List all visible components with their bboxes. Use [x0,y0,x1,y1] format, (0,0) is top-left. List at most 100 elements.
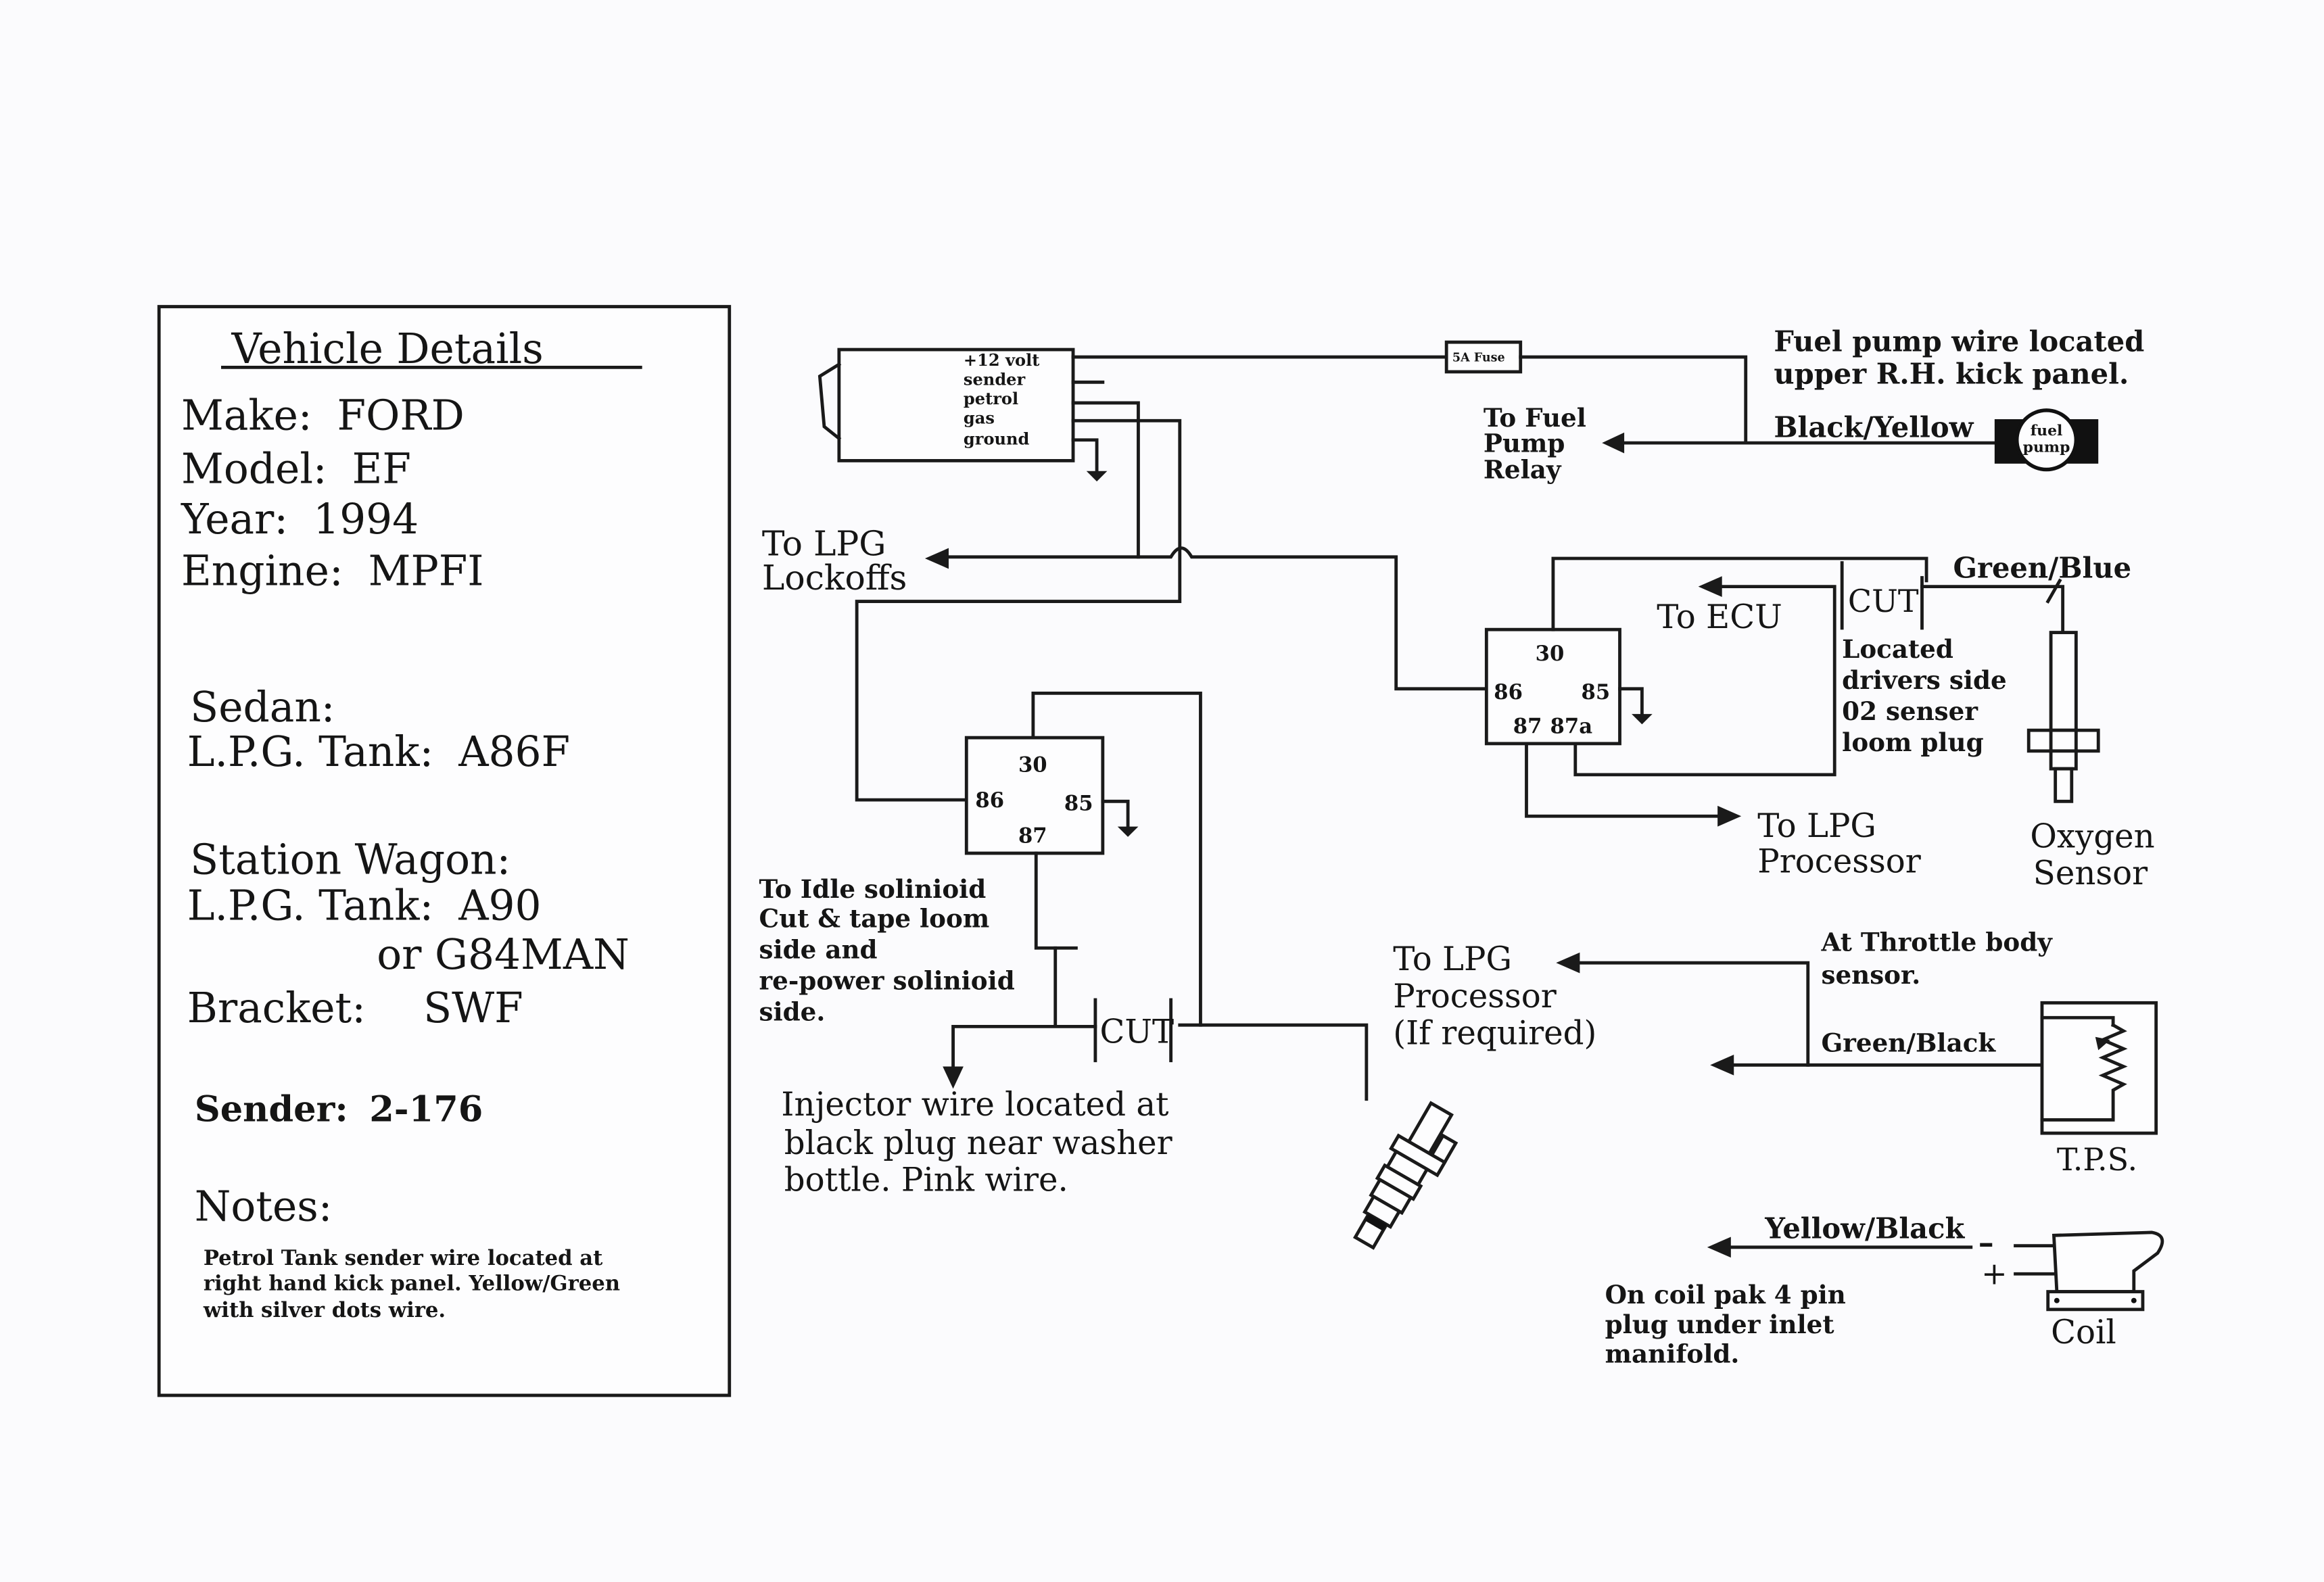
tps-to-processor: Processor [1393,978,1557,1015]
wagon-tank-row: L.P.G. Tank: A90 [187,882,542,930]
coil-label: Coil [2051,1314,2116,1351]
ground-wire [1618,687,1644,716]
arrow-down-icon [943,1066,964,1089]
arrow-left-icon [924,548,949,569]
ground-wire [1101,799,1130,828]
fuse: 5A Fuse [1444,340,1523,374]
arrow-right-icon [1717,805,1742,827]
arrow-left-icon [1556,952,1580,974]
lockoffs-label: Lockoffs [762,558,907,598]
injector-note: Injector wire located at [781,1086,1168,1124]
idle-note: side and [759,935,878,965]
yellow-black-label: Yellow/Black [1764,1212,1965,1245]
oxygen-sensor-label: Oxygen [2030,817,2154,855]
ground-symbol-icon [1632,714,1653,725]
pin-85: 85 [1582,680,1611,704]
injector-cut-label: CUT [1099,1013,1174,1051]
idle-pin87-wire [1034,851,1058,1027]
o2-87-to-processor-wire [1525,742,1721,818]
sensor-body [2049,631,2078,732]
sensor-tip [2054,767,2074,803]
model-row: Model: EF [181,445,411,493]
pin-85: 85 [1064,791,1093,815]
tps-location: sensor. [1822,960,1921,990]
tps-label: T.P.S. [2057,1141,2137,1178]
tps-location: At Throttle body [1821,928,2054,957]
to-lpg-processor-label: Processor [1757,843,1921,881]
coil-note: plug under inlet [1605,1310,1835,1339]
terminal-12v: +12 volt [964,350,1040,370]
idle-note: Cut & tape loom [759,904,990,934]
pin-30: 30 [1018,753,1047,777]
notes-line: right hand kick panel. Yellow/Green [204,1271,620,1295]
black-yellow-label: Black/Yellow [1774,410,1974,444]
idle-relay: 30 86 85 87 [964,736,1139,855]
switch-module-mount [817,362,842,441]
fuel-pump-icon-label: pump [2023,438,2070,456]
gas-wire-to-lockoffs [944,401,1140,559]
location-note: 02 senser [1842,696,1978,726]
location-note: Located [1842,634,1953,664]
fuel-pump-note: Fuel pump wire located [1774,325,2144,358]
terminal-sender: sender [964,370,1026,389]
ground-symbol-icon [1117,826,1139,837]
pin-86: 86 [1494,680,1523,704]
terminal-gas: gas [964,408,995,428]
coil-icon [2046,1230,2164,1312]
fuel-pump-icon [2014,408,2079,472]
injector-loom-wire [951,1024,1097,1072]
label-leader [2045,578,2062,604]
lockoffs-label: To LPG [762,524,886,564]
arrow-left-icon [1602,432,1625,454]
ground-symbol-icon [1086,471,1108,482]
terminal-ground: ground [964,429,1030,448]
idle-note: side. [759,997,826,1027]
idle-note: re-power solinioid [759,966,1015,996]
coil-bolt [2131,1297,2137,1303]
sedan-heading: Sedan: [190,684,335,732]
coil-plus: + [1981,1255,2008,1292]
switch-module-box [837,347,1075,462]
vehicle-details-title: Vehicle Details [231,325,544,373]
sensor-thread [2049,749,2078,771]
green-blue-label: Green/Blue [1953,551,2132,584]
switch-module: +12 volt sender petrol gas ground [817,347,1108,482]
to-fuel-pump-relay: Relay [1484,455,1562,485]
coil-body [2052,1230,2164,1293]
coil-note: manifold. [1605,1339,1740,1369]
terminal-petrol: petrol [964,389,1018,408]
location-note: loom plug [1842,727,1983,757]
o2-relay: 30 86 85 87 87a [1484,627,1653,746]
petrol-wire-to-idle-relay [855,418,1182,802]
notes-line: with silver dots wire. [203,1298,446,1322]
tps-to-processor: To LPG [1393,940,1512,978]
wire-to-o2-relay-86 [1137,546,1488,691]
make-row: Make: FORD [181,391,465,439]
to-lpg-lockoffs-label: To LPG Lockoffs [762,524,907,598]
pin-87: 87 [1513,715,1542,739]
fuel-pump-note: upper R.H. kick panel. [1774,357,2129,390]
to-ecu-label: To ECU [1657,598,1782,636]
to-fuel-pump-relay: To Fuel [1484,403,1586,433]
fuel-injector-icon [1352,1101,1459,1250]
vehicle-details-panel: Vehicle Details Make: FORD Model: EF Yea… [157,305,732,1397]
pin-86: 86 [975,788,1004,813]
oxygen-sensor-icon [2026,631,2100,803]
ground-wire [1071,438,1099,473]
year-row: Year: 1994 [181,496,419,544]
fuel-pump-icon-label: fuel [2031,422,2063,439]
o2-pin30-wire [1551,556,1928,631]
vehicle-details-border [157,305,732,1397]
coil-base [2046,1290,2145,1312]
pin-87a: 87a [1550,715,1593,739]
injector-note: black plug near washer [784,1124,1173,1162]
green-black-label: Green/Black [1822,1028,1997,1058]
fuse-label: 5A Fuse [1452,352,1505,365]
injector-note: bottle. Pink wire. [784,1161,1068,1199]
injector-band [1365,1214,1387,1231]
coil-minus: – [1978,1224,1994,1261]
engine-row: Engine: MPFI [181,547,483,595]
tps-icon [2040,1001,2158,1135]
tps-resistor [2040,1022,2128,1122]
